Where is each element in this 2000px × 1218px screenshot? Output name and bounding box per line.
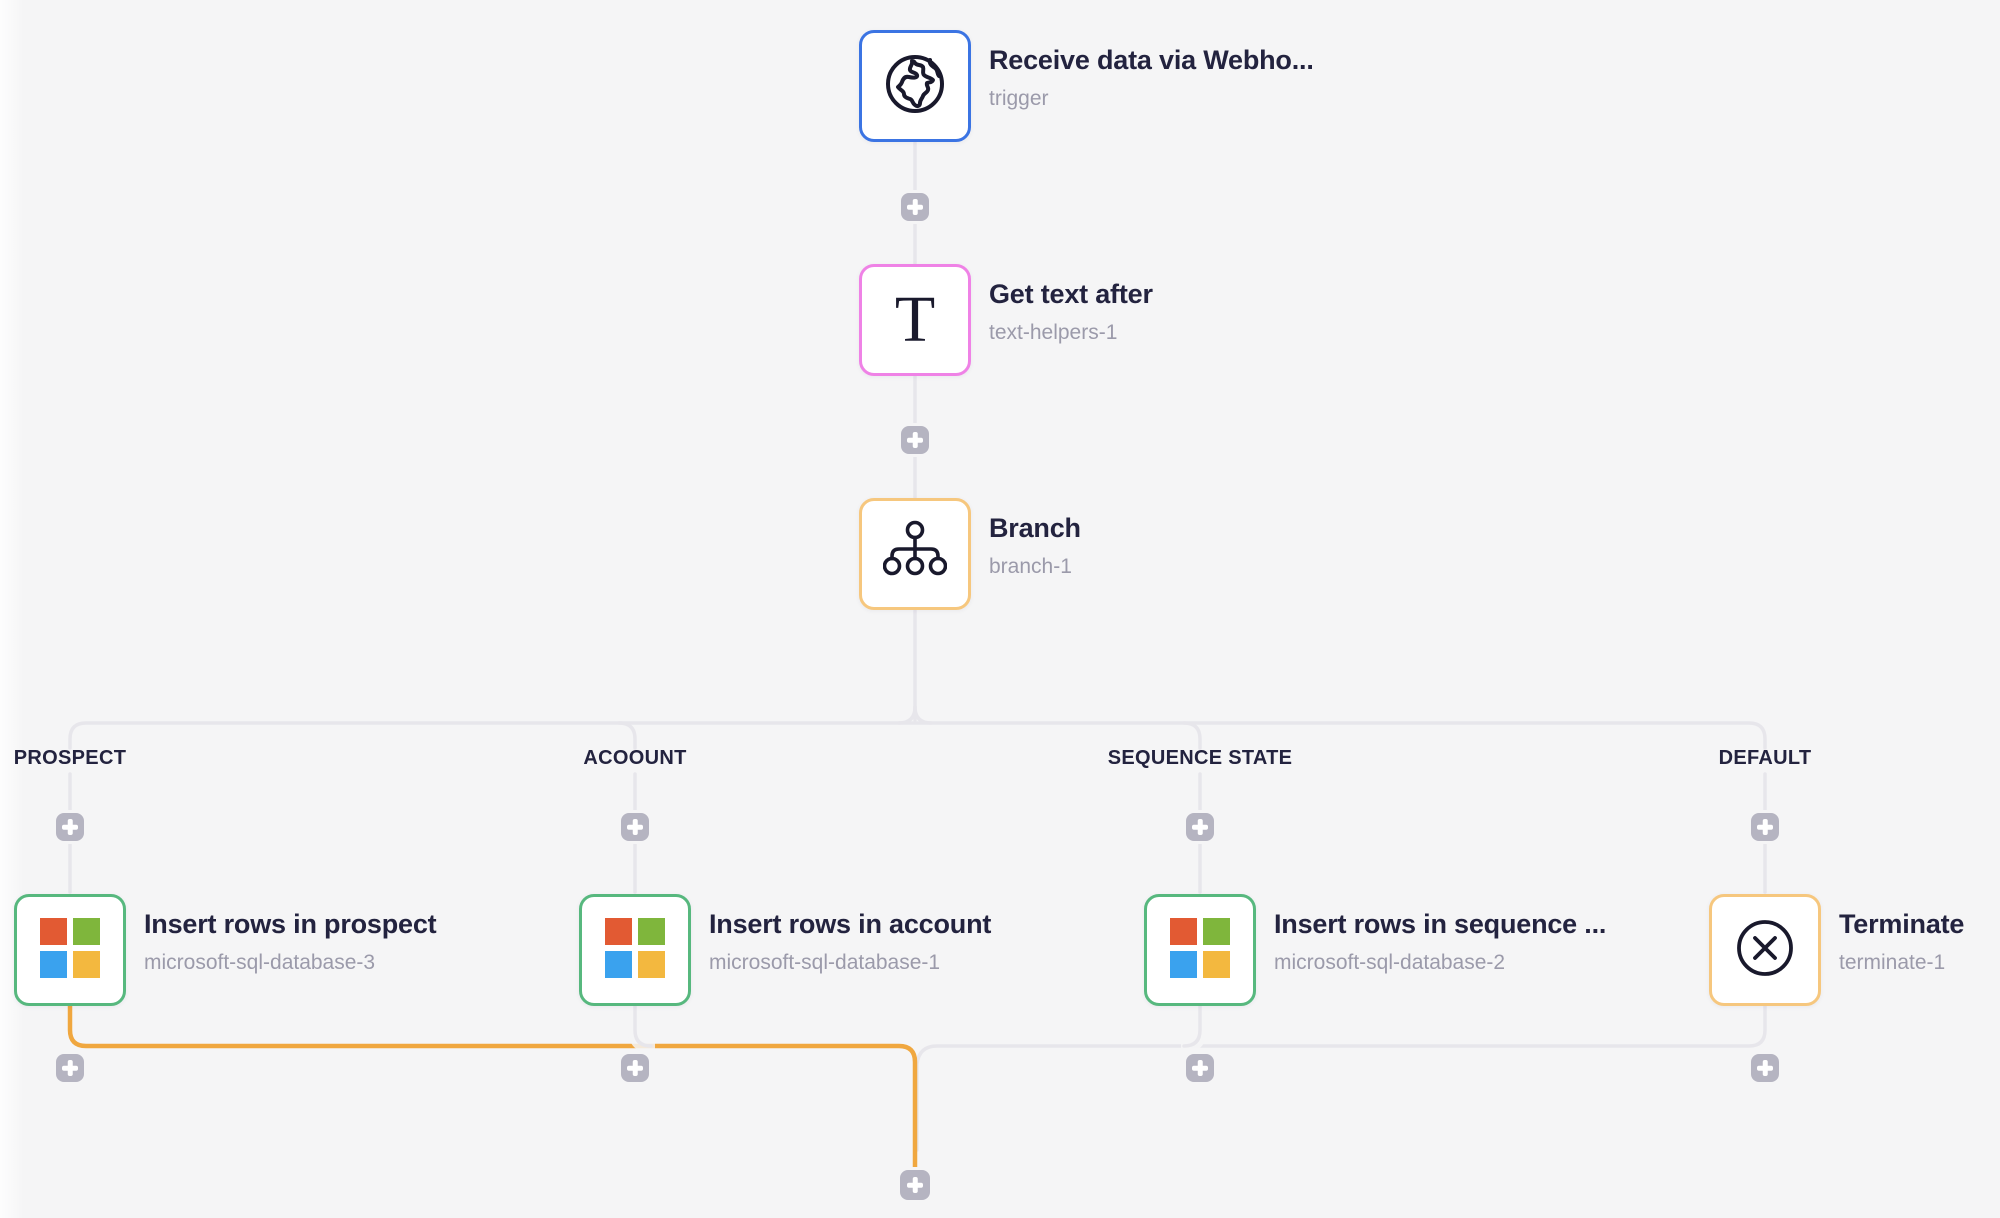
node-insert-rows-account[interactable]: [579, 894, 691, 1006]
left-edge-fade: [0, 0, 24, 1218]
microsoft-icon: [605, 917, 665, 983]
node-insert-rows-sequence-label: Insert rows in sequence ... microsoft-sq…: [1274, 906, 1606, 978]
add-step-button[interactable]: [901, 193, 929, 221]
branch-label-account: ACOOUNT: [583, 747, 687, 769]
branch-label-prospect: PROSPECT: [13, 747, 127, 769]
node-title: Insert rows in prospect: [144, 909, 437, 939]
add-step-button[interactable]: [1751, 1054, 1779, 1082]
node-title: Get text after: [989, 279, 1153, 309]
node-subtitle: terminate-1: [1839, 951, 1946, 974]
add-step-button[interactable]: [1751, 813, 1779, 841]
add-step-button[interactable]: [621, 1054, 649, 1082]
node-get-text-after[interactable]: T: [859, 264, 971, 376]
node-insert-rows-sequence[interactable]: [1144, 894, 1256, 1006]
rail-fillet-account: [617, 721, 637, 750]
add-step-button[interactable]: [56, 1054, 84, 1082]
microsoft-icon: [1170, 917, 1230, 983]
node-branch-label: Branch branch-1: [989, 510, 1081, 582]
branch-label-sequence-state: SEQUENCE STATE: [1107, 747, 1293, 769]
add-step-button-merge[interactable]: [900, 1170, 930, 1200]
microsoft-icon: [40, 917, 100, 983]
node-title: Branch: [989, 513, 1081, 543]
add-step-button[interactable]: [1186, 1054, 1214, 1082]
sequence-drop: [1182, 1004, 1202, 1048]
terminate-icon: [1733, 916, 1797, 985]
node-branch[interactable]: [859, 498, 971, 610]
add-step-button[interactable]: [901, 426, 929, 454]
text-helper-icon: T: [894, 283, 936, 356]
node-title: Receive data via Webho...: [989, 45, 1314, 75]
node-title: Insert rows in account: [709, 909, 992, 939]
node-subtitle: microsoft-sql-database-3: [144, 951, 376, 974]
globe-icon: [879, 48, 951, 125]
branch-icon: [882, 520, 948, 589]
add-step-button[interactable]: [621, 813, 649, 841]
active-run-path: [67, 1003, 918, 1170]
add-step-button[interactable]: [1186, 813, 1214, 841]
branch-label-default: DEFAULT: [1718, 747, 1812, 769]
node-terminate[interactable]: [1709, 894, 1821, 1006]
node-subtitle: branch-1: [989, 555, 1072, 578]
node-insert-rows-account-label: Insert rows in account microsoft-sql-dat…: [709, 906, 991, 978]
node-webhook-trigger-label: Receive data via Webho... trigger: [989, 42, 1314, 114]
rail-fillet-left: [897, 705, 917, 725]
node-title: Terminate: [1839, 909, 1965, 939]
node-subtitle: microsoft-sql-database-2: [1274, 951, 1506, 974]
node-get-text-after-label: Get text after text-helpers-1: [989, 276, 1153, 348]
node-subtitle: trigger: [989, 87, 1049, 110]
branch-rail: [68, 721, 1767, 750]
node-subtitle: text-helpers-1: [989, 321, 1118, 344]
account-drop: [633, 1004, 653, 1048]
merge-rail-right: [915, 1004, 1767, 1152]
add-step-button[interactable]: [56, 813, 84, 841]
node-title: Insert rows in sequence ...: [1274, 909, 1607, 939]
node-webhook-trigger[interactable]: [859, 30, 971, 142]
rail-fillet-right: [913, 705, 933, 725]
node-subtitle: microsoft-sql-database-1: [709, 951, 941, 974]
node-insert-rows-prospect[interactable]: [14, 894, 126, 1006]
rail-fillet-sequence: [1182, 721, 1202, 750]
node-terminate-label: Terminate terminate-1: [1839, 906, 1964, 978]
node-insert-rows-prospect-label: Insert rows in prospect microsoft-sql-da…: [144, 906, 437, 978]
